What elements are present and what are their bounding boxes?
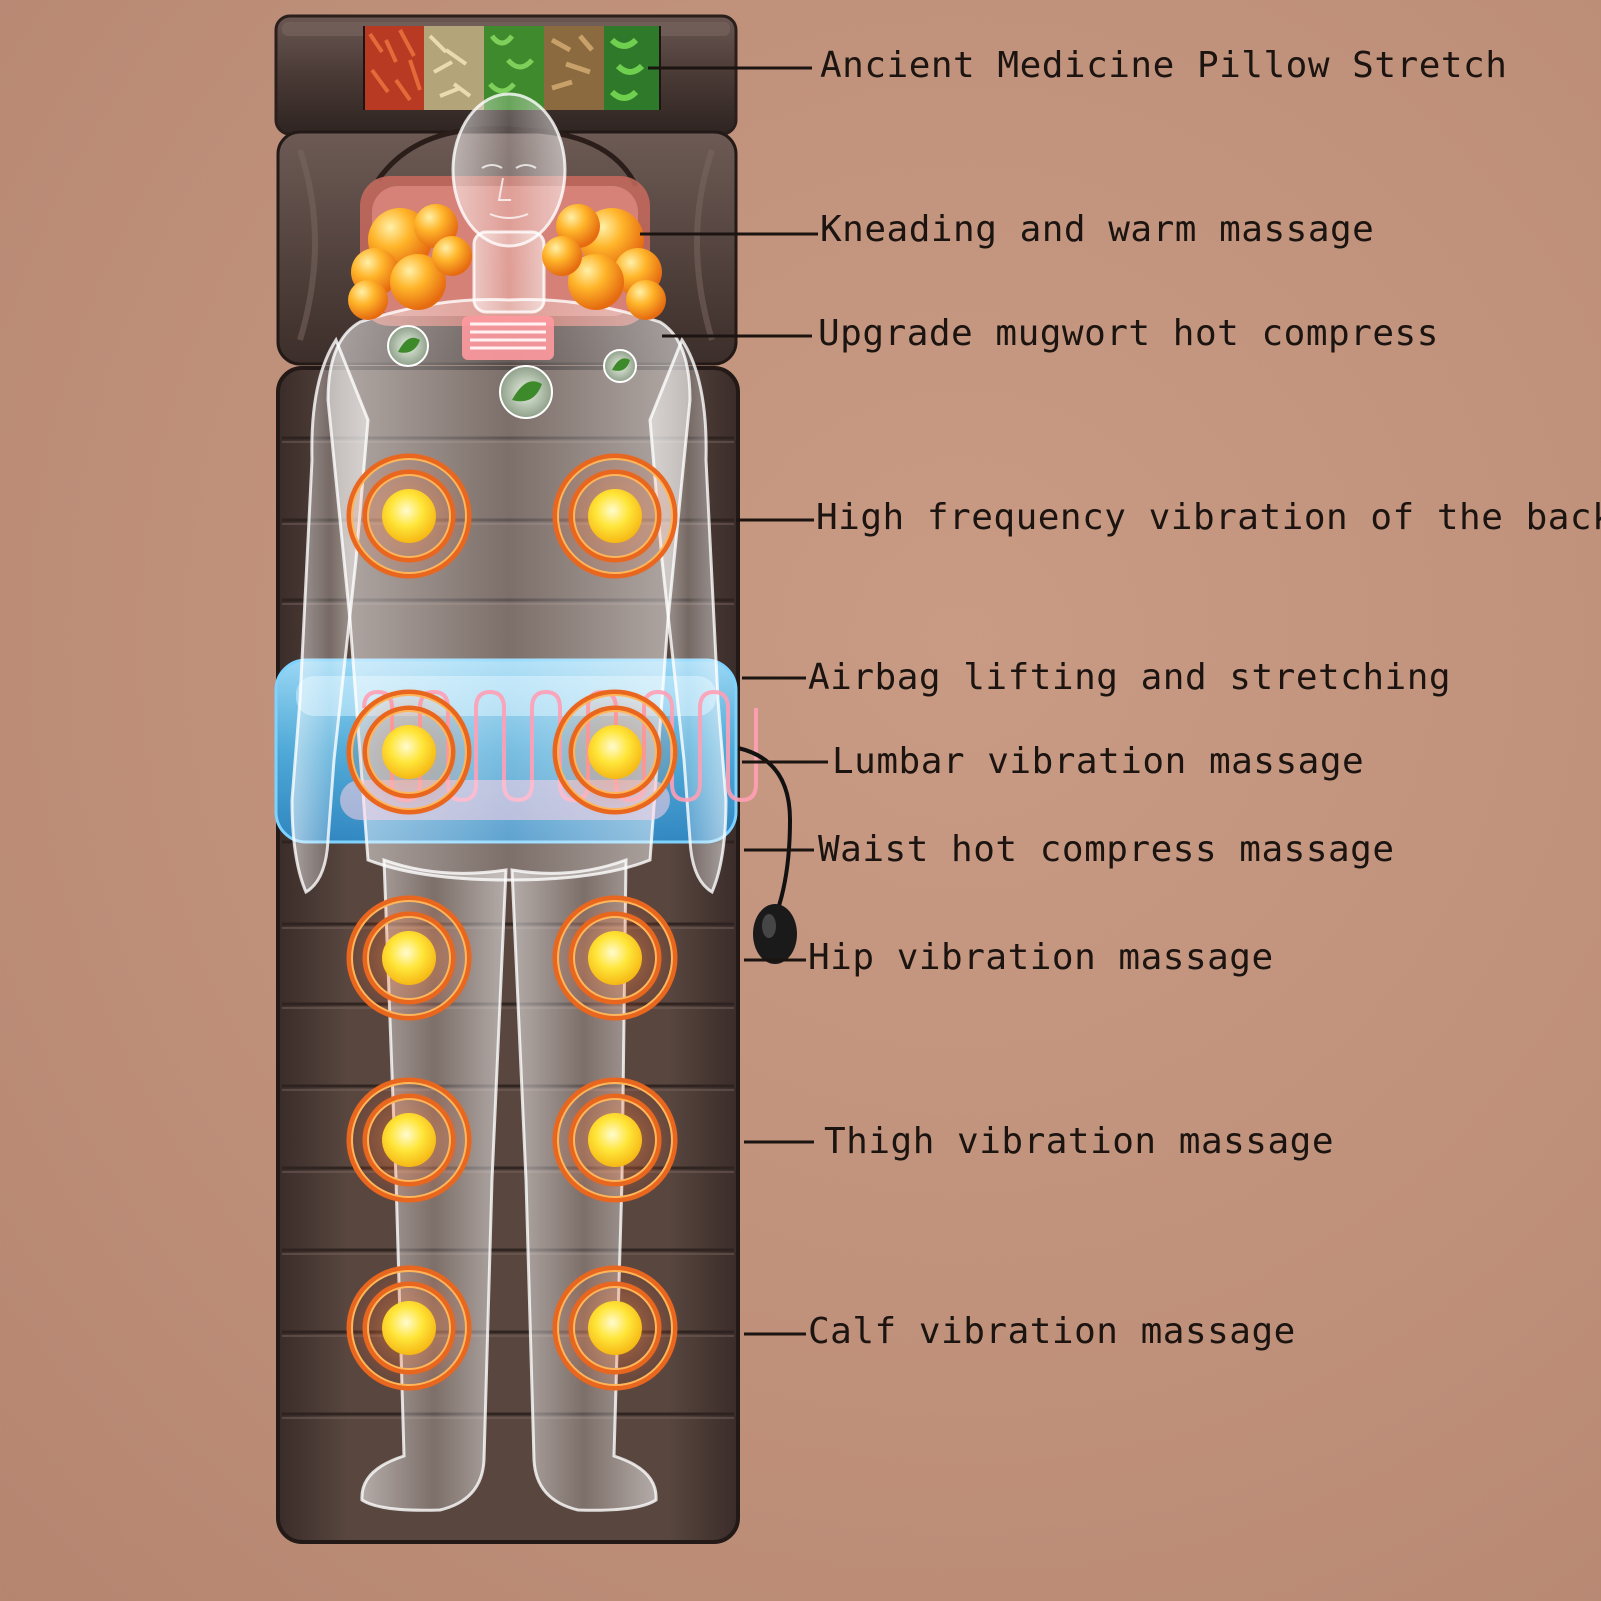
herb-leaf-icon	[387, 325, 637, 419]
vibration-motor-back-right	[549, 450, 681, 582]
mugwort-heater-pad	[462, 316, 554, 360]
label-back-vibration: High frequency vibration of the back	[816, 497, 1601, 538]
label-thigh: Thigh vibration massage	[824, 1121, 1334, 1162]
label-mugwort: Upgrade mugwort hot compress	[818, 313, 1439, 354]
face-details	[481, 164, 537, 219]
air-pump-bulb-icon	[737, 746, 797, 964]
label-hip: Hip vibration massage	[808, 937, 1274, 978]
label-calf: Calf vibration massage	[808, 1311, 1296, 1352]
vibration-motor-thigh-left	[343, 1074, 475, 1206]
label-airbag: Airbag lifting and stretching	[808, 657, 1452, 698]
leader-lines	[640, 66, 828, 1336]
vibration-motor-back-left	[343, 450, 475, 582]
vibration-motor-lumbar-left	[343, 686, 475, 818]
vibration-motor-calf-right	[549, 1262, 681, 1394]
label-lumbar: Lumbar vibration massage	[832, 741, 1365, 782]
vibration-motor-lumbar-right	[549, 686, 681, 818]
vibration-motor-hip-left	[343, 892, 475, 1024]
label-kneading: Kneading and warm massage	[820, 209, 1375, 250]
kneading-heads	[348, 204, 666, 320]
vibration-motor-hip-right	[549, 892, 681, 1024]
label-waist: Waist hot compress massage	[818, 829, 1395, 870]
vibration-motors	[343, 450, 681, 1394]
vibration-motor-thigh-right	[549, 1074, 681, 1206]
vibration-motor-calf-left	[343, 1262, 475, 1394]
label-pillow: Ancient Medicine Pillow Stretch	[820, 45, 1508, 86]
